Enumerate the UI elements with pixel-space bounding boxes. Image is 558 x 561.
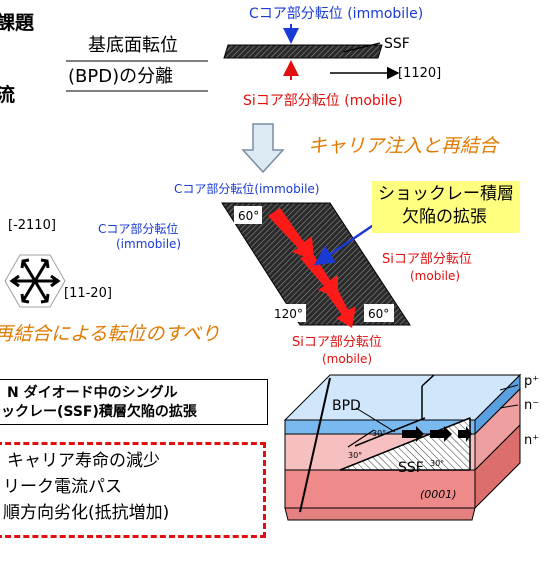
angle-60-top: 60° xyxy=(238,209,260,223)
p-label-leader xyxy=(499,384,519,391)
angle-box-60-top xyxy=(234,206,262,224)
direction-label: [1120] xyxy=(398,66,442,81)
small-angle-b: 30° xyxy=(348,451,363,460)
direction-star xyxy=(4,254,66,308)
bpd-label-leader xyxy=(355,407,396,433)
ssf-label: SSF xyxy=(384,36,410,52)
direction-b-label: [11-20] xyxy=(64,286,112,301)
c-partial-immobile-label: Cコア部分転位 (immobile) xyxy=(249,6,424,22)
callout-blue-arrow xyxy=(313,220,379,266)
n-minus-label: n⁻ xyxy=(524,398,540,413)
direction-a-label: [-2110] xyxy=(8,218,56,233)
c-partial-top-label: Cコア部分転位(immobile) xyxy=(174,182,320,196)
device-plane-label: (0001) xyxy=(420,488,457,501)
bpd-title-line1: 基底面転位 xyxy=(88,35,178,56)
angle-120: 120° xyxy=(274,307,303,321)
effects-box: キャリア寿命の減少 リーク電流パス 順方向劣化(抵抗増加) xyxy=(0,442,266,538)
ssf-callout: ショックレー積層 欠陥の拡張 xyxy=(372,181,520,233)
effect-1: キャリア寿命の減少 xyxy=(7,451,160,471)
si-partial-right-line2: (mobile) xyxy=(410,269,461,283)
si-partial-bottom-line2: (mobile) xyxy=(322,352,373,366)
ssf-leader xyxy=(342,42,381,53)
ssf-expansion-box: N ダイオード中のシングル ックレー(SSF)積層欠陥の拡張 xyxy=(0,379,268,425)
down-arrow xyxy=(241,123,285,174)
ryu-text: 流 xyxy=(0,84,16,106)
nminus-label-leader xyxy=(499,404,519,409)
recombination-slip-label: 再結合による転位のすべり xyxy=(0,323,221,345)
n-plus-label: n⁺ xyxy=(524,433,540,448)
carrier-injection-label: キャリア注入と再結合 xyxy=(308,135,499,157)
si-partial-mobile-label: Siコア部分転位 (mobile) xyxy=(243,93,403,109)
c-partial-left-line2: (immobile) xyxy=(116,237,182,251)
kadai-text: 課題 xyxy=(0,12,35,34)
si-partial-bottom-line1: Siコア部分転位 xyxy=(292,335,382,350)
si-partial-right-line1: Siコア部分転位 xyxy=(382,252,472,267)
small-angle-c: 30° xyxy=(430,459,445,468)
p-plus-label: p⁺ xyxy=(524,374,540,389)
box-line2: ックレー(SSF)積層欠陥の拡張 xyxy=(1,404,197,420)
angle-box-120 xyxy=(270,304,306,322)
device-block xyxy=(283,373,522,521)
box-line1: N ダイオード中のシングル xyxy=(7,385,178,401)
callout-line1: ショックレー積層 xyxy=(378,184,514,204)
small-angle-a: 30° xyxy=(372,429,387,438)
device-ssf-label: SSF xyxy=(398,460,424,476)
c-partial-left-line1: Cコア部分転位 xyxy=(98,222,179,236)
effect-3: 順方向劣化(抵抗増加) xyxy=(3,503,170,523)
angle-box-60-bottom xyxy=(364,304,394,322)
bpd-bar xyxy=(223,44,383,59)
effect-2: リーク電流パス xyxy=(3,477,122,497)
angle-60-bottom: 60° xyxy=(368,307,390,321)
callout-line2: 欠陥の拡張 xyxy=(402,207,487,227)
red-slip-arrows xyxy=(268,208,356,328)
device-bpd-label: BPD xyxy=(332,398,361,414)
bpd-title-line2: (BPD)の分離 xyxy=(68,66,174,87)
